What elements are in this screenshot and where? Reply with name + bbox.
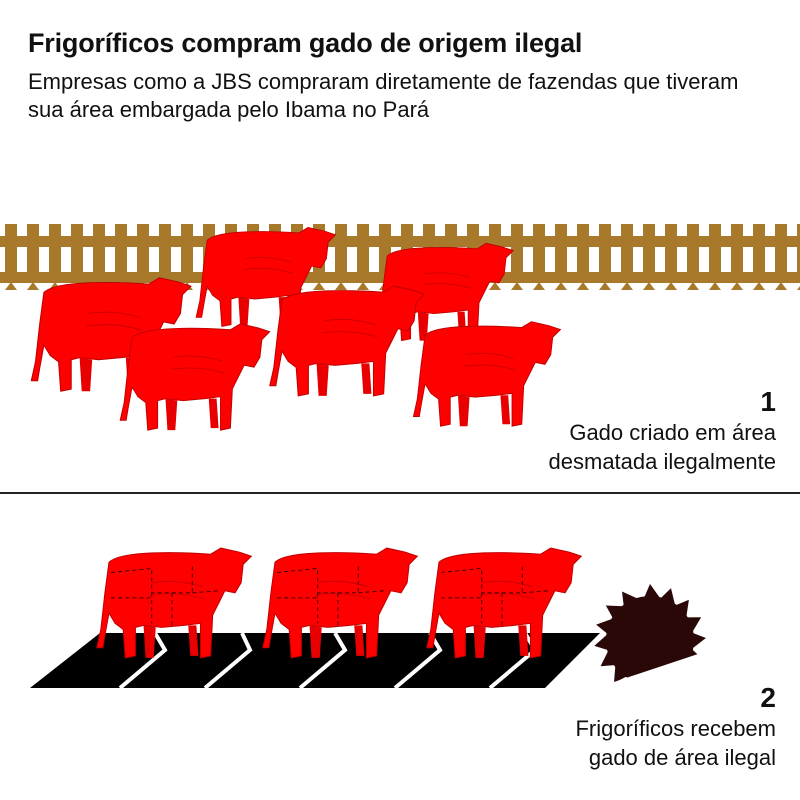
step-text-line: gado de área ilegal bbox=[588, 745, 776, 770]
step-text-line: desmatada ilegalmente bbox=[548, 449, 776, 474]
cow-icon bbox=[269, 285, 425, 397]
step-number: 2 bbox=[760, 682, 776, 713]
step-number: 1 bbox=[760, 386, 776, 417]
page-title: Frigoríficos compram gado de origem ileg… bbox=[28, 28, 583, 58]
section-divider bbox=[0, 492, 800, 494]
step-text-line: Gado criado em área bbox=[569, 420, 776, 445]
step-1-caption: 1 Gado criado em área desmatada ilegalme… bbox=[549, 386, 776, 476]
step-text-line: Frigoríficos recebem bbox=[575, 716, 776, 741]
saw-blade-icon bbox=[590, 584, 710, 710]
cow-icon bbox=[119, 323, 271, 431]
step-2-caption: 2 Frigoríficos recebem gado de área ileg… bbox=[575, 682, 776, 772]
page-subtitle: Empresas como a JBS compraram diretament… bbox=[28, 69, 739, 122]
cow-icon bbox=[412, 321, 561, 427]
